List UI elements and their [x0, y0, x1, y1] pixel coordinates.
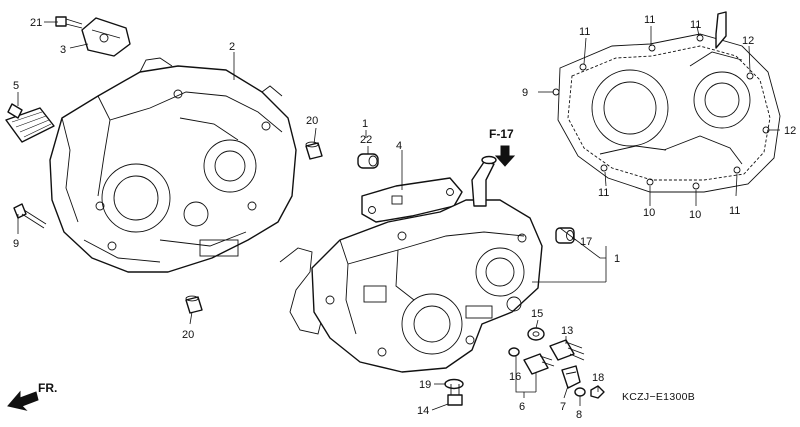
- switch-13: [549, 339, 585, 361]
- reference-label: F-17: [489, 127, 514, 141]
- washer-8: [574, 387, 586, 397]
- sensor-7: [561, 365, 581, 389]
- callout-20-upper: 20: [306, 115, 318, 127]
- callout-13: 13: [561, 325, 573, 337]
- callout-18: 18: [592, 372, 604, 384]
- crankcase-gasket: [279, 247, 323, 335]
- washer-15: [527, 327, 545, 341]
- callout-11-e: 11: [729, 205, 740, 217]
- callout-5: 5: [13, 80, 19, 92]
- callout-9-left: 9: [13, 238, 19, 250]
- reference-arrow-icon: [494, 145, 516, 167]
- callout-6: 6: [519, 401, 525, 413]
- callout-11-b: 11: [644, 14, 655, 26]
- callout-10-b: 10: [689, 209, 701, 221]
- bushing-17: [555, 227, 575, 244]
- callout-12-right: 12: [784, 125, 796, 137]
- breather-cover: [81, 17, 131, 57]
- left-crankcase: [49, 57, 297, 273]
- right-crankcase: [311, 199, 543, 373]
- callout-8: 8: [576, 409, 582, 421]
- oil-strainer-screen: [5, 103, 55, 143]
- callout-1-upper: 1: [362, 118, 368, 130]
- front-arrow-icon: [7, 390, 39, 411]
- diagram-code: KCZJ−E1300B: [622, 391, 695, 403]
- bolt-21: [55, 16, 83, 29]
- callout-14: 14: [417, 405, 429, 417]
- callout-2: 2: [229, 41, 235, 53]
- callout-7: 7: [560, 401, 566, 413]
- callout-11-c: 11: [690, 19, 701, 31]
- callout-15: 15: [531, 308, 543, 320]
- callout-4: 4: [396, 140, 402, 152]
- callout-9-right: 9: [522, 87, 528, 99]
- breather-pipe: [471, 155, 497, 207]
- bolt-9-left: [13, 203, 47, 229]
- drain-bolt-14: [447, 384, 463, 406]
- callout-1-right: 1: [614, 253, 620, 265]
- callout-17: 17: [580, 236, 592, 248]
- collar-22: [357, 153, 379, 169]
- callout-22: 22: [360, 134, 372, 146]
- callout-20-lower: 20: [182, 329, 194, 341]
- callout-11-a: 11: [579, 26, 590, 38]
- callout-19: 19: [419, 379, 431, 391]
- crankcase-cover-gasket: [552, 11, 781, 193]
- callout-3: 3: [60, 44, 66, 56]
- leader-lines: [17, 21, 780, 411]
- washer-19: [444, 378, 464, 390]
- callout-labels: 21 3 2 5 9 20 20 1 22 4 17 1 15 13 16 6 …: [13, 14, 796, 421]
- callout-10-a: 10: [643, 207, 655, 219]
- nut-18: [590, 385, 605, 399]
- switch-16: [508, 347, 555, 375]
- callout-12-top: 12: [742, 35, 754, 47]
- dowel-pin-20-upper: [305, 141, 323, 160]
- callout-11-d: 11: [598, 187, 609, 199]
- dowel-pin-20-lower: [185, 295, 203, 314]
- callout-16: 16: [509, 371, 521, 383]
- callout-21: 21: [30, 17, 42, 29]
- front-label: FR.: [38, 381, 57, 395]
